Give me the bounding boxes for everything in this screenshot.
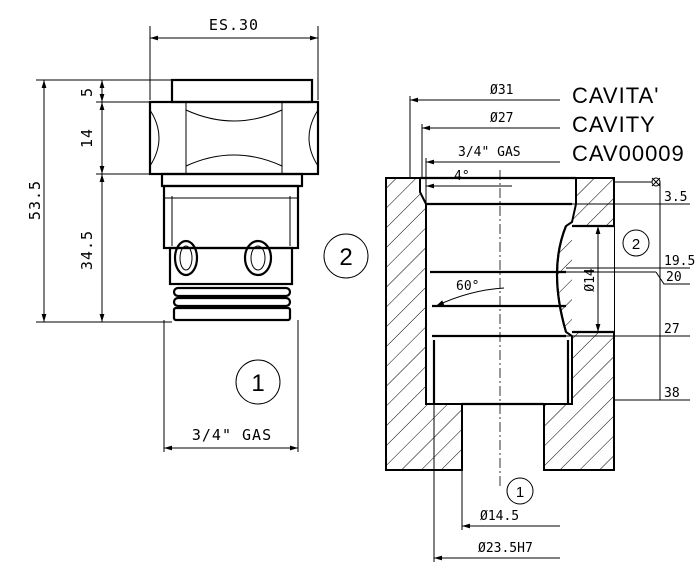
port-hole-right [243, 239, 273, 277]
depth-38: 38 [664, 386, 680, 401]
balloon-port-2: 2 [632, 236, 640, 253]
cavity-section-view: CAVITA' CAVITY CAV00009 Ø31 Ø27 3/4" GAS [385, 83, 695, 562]
angle-60-deg: 60° [456, 279, 479, 294]
depth-3-5: 3.5 [664, 190, 687, 205]
dia-31: Ø31 [490, 83, 513, 98]
balloon-port-1: 1 [516, 484, 524, 501]
dia-14: Ø14 [583, 268, 598, 292]
angle-4-deg: 4° [454, 169, 470, 184]
thread-3-4-gas: 3/4" GAS [458, 145, 521, 160]
dim-total-53-5: 53.5 [26, 180, 44, 220]
balloon-1: 1 [251, 370, 264, 397]
dim-top-5: 5 [78, 87, 96, 97]
balloon-2-center: 2 [323, 233, 369, 279]
svg-text:2: 2 [339, 244, 352, 271]
title-cavita: CAVITA' [572, 83, 659, 108]
depth-19-5: 19.5 [664, 254, 695, 269]
dim-hex-14: 14 [78, 128, 96, 148]
cartridge-valve-view: ES.30 53.5 5 [26, 16, 320, 452]
depth-20: 20 [666, 270, 682, 285]
dia-14-5: Ø14.5 [480, 509, 519, 524]
title-cav-code: CAV00009 [572, 141, 685, 166]
dia-23-5-h7: Ø23.5H7 [478, 541, 533, 556]
dia-27: Ø27 [490, 111, 513, 126]
port-hole-left [173, 239, 199, 277]
body-hatched-section [385, 177, 463, 471]
hex-size-label: ES.30 [209, 16, 259, 34]
depth-27: 27 [664, 322, 680, 337]
dim-body-34-5: 34.5 [78, 230, 96, 270]
thread-label: 3/4" GAS [192, 426, 272, 444]
title-cavity: CAVITY [572, 112, 656, 137]
